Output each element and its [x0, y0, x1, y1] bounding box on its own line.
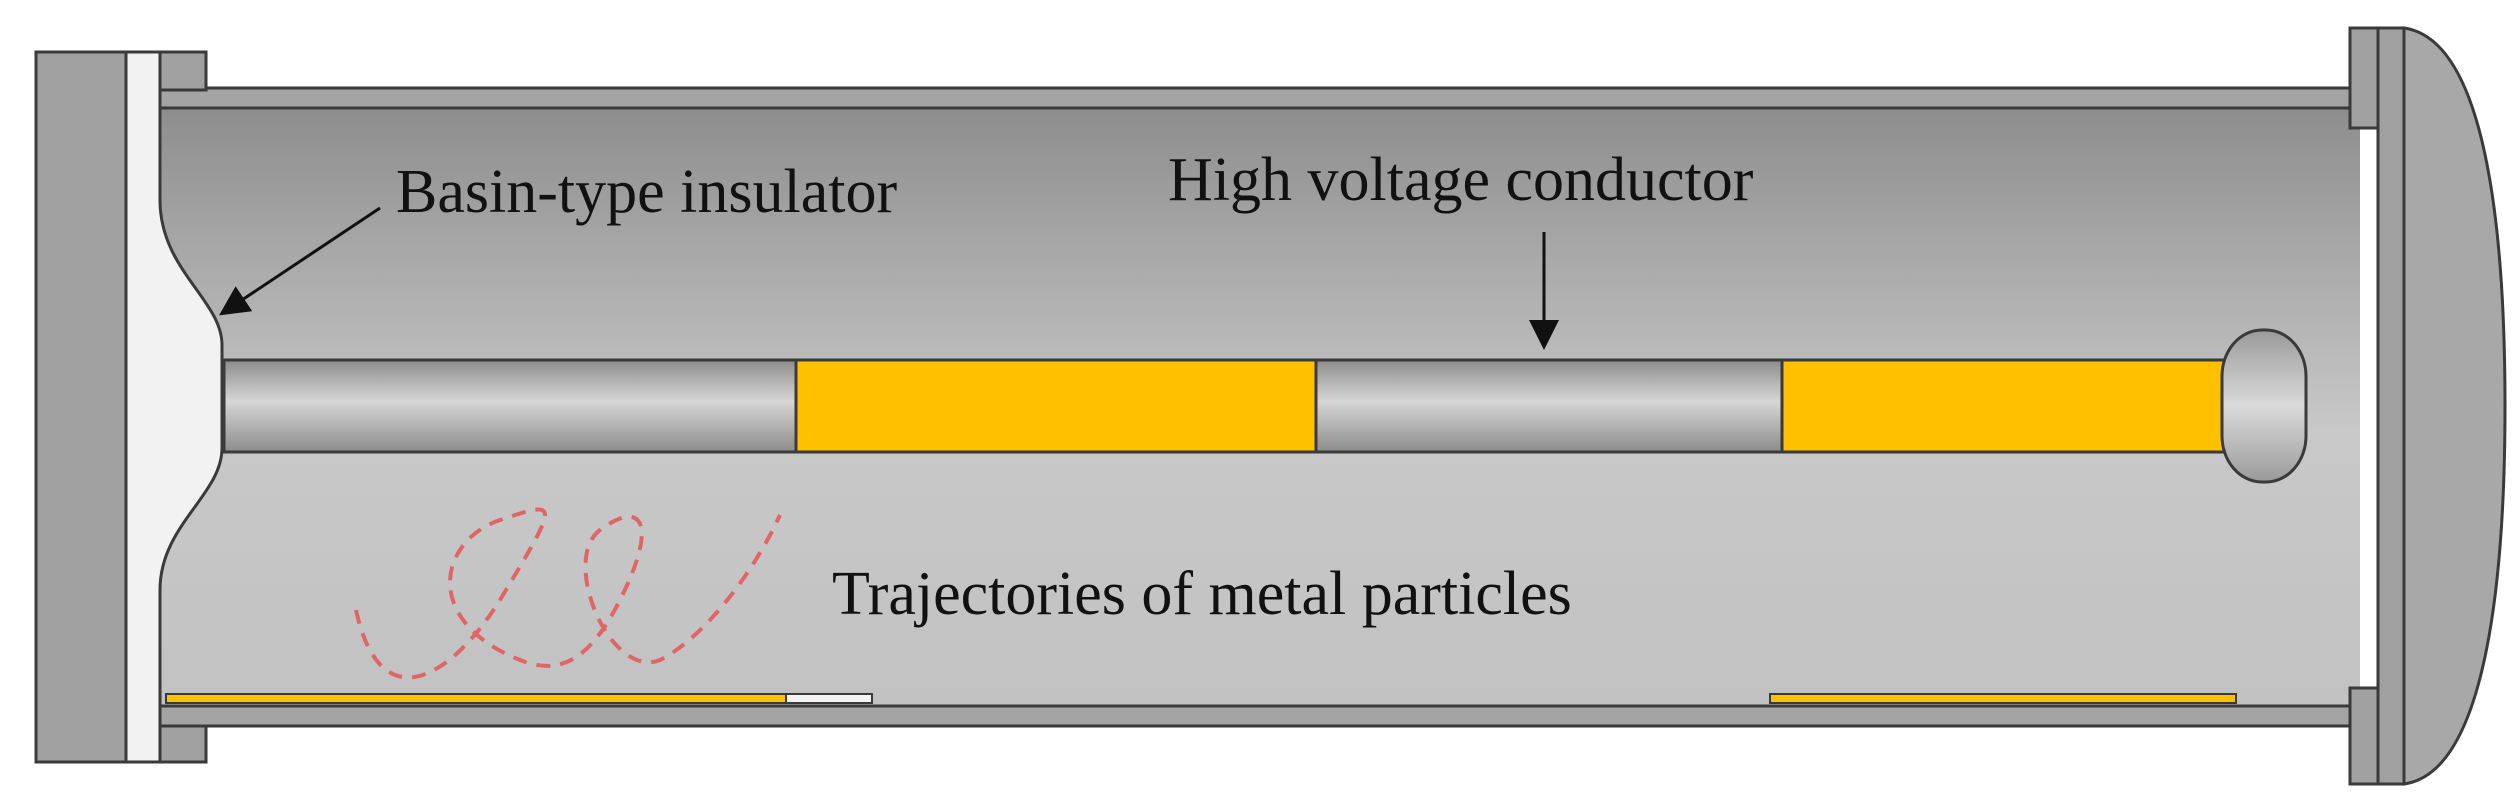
conductor-segment-2: [1314, 358, 1784, 454]
insulator-pointer-arrow: [219, 206, 381, 316]
conductor-end-cap: [2220, 328, 2308, 484]
shield-segment-1: [794, 358, 1318, 454]
insulator-label: Basin-type insulator: [396, 158, 897, 226]
floor-strip-gold-left: [165, 693, 787, 704]
conductor-label: High voltage conductor: [1168, 146, 1754, 214]
floor-strip-white: [785, 693, 873, 704]
end-cap: [2402, 26, 2507, 786]
left-flange-lip-bottom: [158, 724, 208, 764]
floor-strip-gold-right: [1769, 693, 2237, 704]
right-flange-lip-top: [2348, 26, 2380, 130]
particles-label: Trajectories of metal particles: [832, 560, 1572, 628]
conductor-segment-1: [222, 358, 798, 454]
left-flange: [34, 50, 128, 764]
shield-segment-2: [1780, 358, 2226, 454]
basin-insulator: [124, 50, 224, 764]
left-flange-lip-top: [158, 50, 208, 92]
enclosure-bottom-wall: [158, 704, 2362, 728]
right-flange: [2376, 26, 2406, 786]
enclosure-top-wall: [158, 86, 2362, 110]
particle-trajectory: [354, 507, 782, 680]
right-flange-lip-bottom: [2348, 686, 2380, 786]
